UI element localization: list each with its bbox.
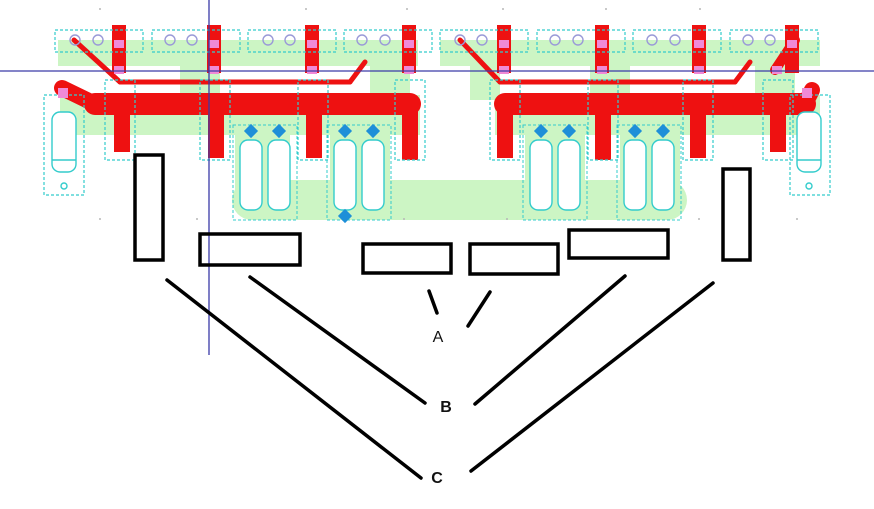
box-b-right [567,228,670,260]
red-traces [54,35,820,115]
label-a: A [433,329,444,346]
lower-component-dash [232,124,682,221]
grid-dots [99,8,798,220]
box-b-left [198,232,302,267]
side-components [51,111,822,190]
crosshair [0,0,874,355]
leader-lines [165,274,715,480]
lower-components [239,139,675,211]
red-stubs [112,25,799,160]
label-b: B [440,399,452,416]
box-c-right [721,167,752,262]
box-a-left [361,242,453,275]
connector-pads [69,34,776,46]
box-a-right [468,242,560,276]
box-c-left [133,153,165,262]
pink-pads [58,40,812,98]
label-c: C [431,470,443,487]
annotation-boxes [133,153,752,276]
